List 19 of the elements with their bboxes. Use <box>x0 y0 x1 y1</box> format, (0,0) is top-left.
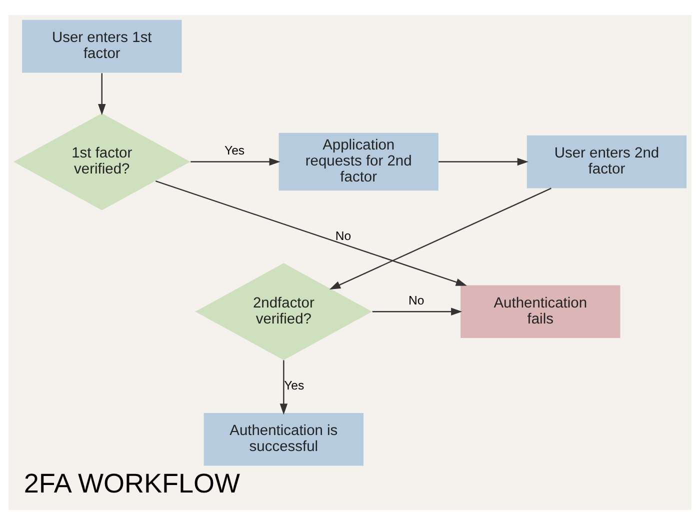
node-box: Authentication fails <box>460 285 620 338</box>
node-box: User enters 2nd factor <box>526 135 687 188</box>
edge-label: No <box>408 293 424 308</box>
node-diamond: 1st factor verified? <box>13 113 190 210</box>
arrow <box>438 158 528 166</box>
diagram-title: 2FA WORKFLOW <box>24 468 240 498</box>
arrow <box>155 180 467 286</box>
node-diamond: 2ndfactor verified? <box>195 263 372 360</box>
node-box: Application requests for 2nd factor <box>278 132 438 191</box>
arrow <box>98 73 106 116</box>
edge-label: Yes <box>224 143 245 158</box>
node-box: User enters 1st factor <box>22 20 182 73</box>
edge-label: No <box>335 228 352 243</box>
arrow <box>372 308 462 316</box>
arrow <box>280 360 288 415</box>
arrow <box>329 188 552 290</box>
edge-label: Yes <box>284 378 304 393</box>
node-box: Authentication is successful <box>204 412 364 466</box>
arrow <box>190 158 280 166</box>
